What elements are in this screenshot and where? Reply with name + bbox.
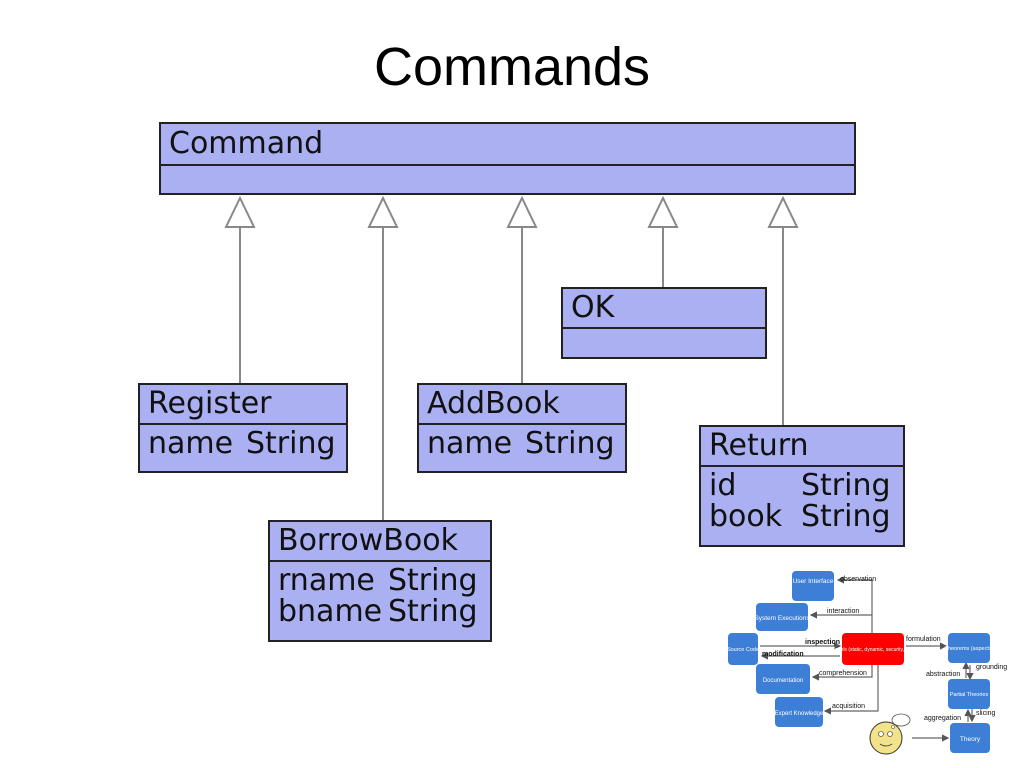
attribute-row: id String	[709, 470, 903, 501]
arrowhead-borrowbook	[367, 195, 399, 228]
thinker-icon	[869, 713, 911, 755]
class-ok[interactable]: OK	[561, 287, 767, 359]
arrowhead-register	[224, 195, 256, 228]
attribute-name: book	[709, 499, 783, 534]
node-label: Theory	[960, 736, 981, 743]
edge-label-interaction: interaction	[827, 608, 859, 615]
class-borrowbook[interactable]: BorrowBook rname String bname String	[268, 520, 492, 642]
edge-label-grounding: grounding	[976, 664, 1007, 671]
class-return-attrs: id String book String	[701, 467, 903, 532]
node-label: Models (static, dynamic, security, etc.)	[831, 647, 916, 653]
edge-label-acquisition: acquisition	[832, 703, 865, 710]
class-borrowbook-attrs: rname String bname String	[270, 562, 490, 627]
attribute-type: String	[801, 468, 891, 503]
edge-comprehension	[811, 664, 873, 681]
attribute-row: name String	[427, 428, 625, 459]
class-borrowbook-name: BorrowBook	[270, 522, 490, 562]
class-ok-name: OK	[563, 289, 765, 329]
attribute-type: String	[388, 563, 478, 598]
attribute-name: name	[427, 426, 513, 461]
class-register-attrs: name String	[140, 425, 346, 459]
edge-label-abstraction: abstraction	[926, 671, 960, 678]
class-addbook-attrs: name String	[419, 425, 625, 459]
class-register[interactable]: Register name String	[138, 383, 348, 473]
attribute-type: String	[801, 499, 891, 534]
attribute-type: String	[525, 426, 615, 461]
attribute-name: id	[709, 468, 737, 503]
edge-label-inspection: inspection	[805, 639, 840, 646]
node-expert-knowledge: Expert Knowledge	[775, 697, 824, 727]
attribute-name: rname	[278, 563, 375, 598]
node-partial-theories: Partial Theories	[948, 679, 990, 709]
class-return[interactable]: Return id String book String	[699, 425, 905, 547]
node-source-code: Source Code	[727, 633, 759, 665]
slide-title: Commands	[373, 37, 651, 97]
node-theorems: Theorems (aspects)	[945, 633, 994, 663]
attribute-row: name String	[148, 428, 346, 459]
attribute-type: String	[246, 426, 336, 461]
node-system-executions: System Executions	[754, 603, 810, 631]
arrowhead-ok	[647, 195, 679, 228]
arrowhead-addbook	[506, 195, 538, 228]
node-label: Expert Knowledge	[775, 711, 824, 717]
attribute-row: rname String	[278, 565, 490, 596]
attribute-row: bname String	[278, 596, 490, 627]
node-user-interface: User Interface	[792, 571, 834, 601]
class-register-name: Register	[140, 385, 346, 425]
edge-label-comprehension: comprehension	[819, 670, 867, 677]
node-label: Theorems (aspects)	[945, 646, 994, 652]
node-label: System Executions	[754, 615, 810, 622]
node-documentation: Documentation	[756, 664, 810, 694]
node-models: Models (static, dynamic, security, etc.)	[831, 633, 916, 665]
node-label: User Interface	[793, 578, 834, 585]
edge-acquisition	[823, 664, 879, 715]
attribute-row: book String	[709, 501, 903, 532]
class-addbook[interactable]: AddBook name String	[417, 383, 627, 473]
edge-observation	[836, 576, 873, 634]
class-command[interactable]: Command	[159, 122, 856, 195]
class-return-name: Return	[701, 427, 903, 467]
node-label: Documentation	[763, 678, 803, 684]
attribute-name: name	[148, 426, 234, 461]
attribute-type: String	[388, 594, 478, 629]
edge-label-observation: observation	[840, 576, 876, 583]
node-theory: Theory	[950, 723, 990, 753]
edge-label-slicing: slicing	[976, 710, 996, 717]
edge-label-modification: modification	[762, 651, 804, 658]
node-label: Partial Theories	[950, 692, 989, 698]
attribute-name: bname	[278, 594, 383, 629]
arrowhead-return	[767, 195, 799, 228]
class-addbook-name: AddBook	[419, 385, 625, 425]
node-label: Source Code	[727, 647, 759, 653]
edge-label-formulation: formulation	[906, 636, 941, 643]
class-command-name: Command	[161, 124, 854, 166]
edge-label-aggregation: aggregation	[924, 715, 961, 722]
